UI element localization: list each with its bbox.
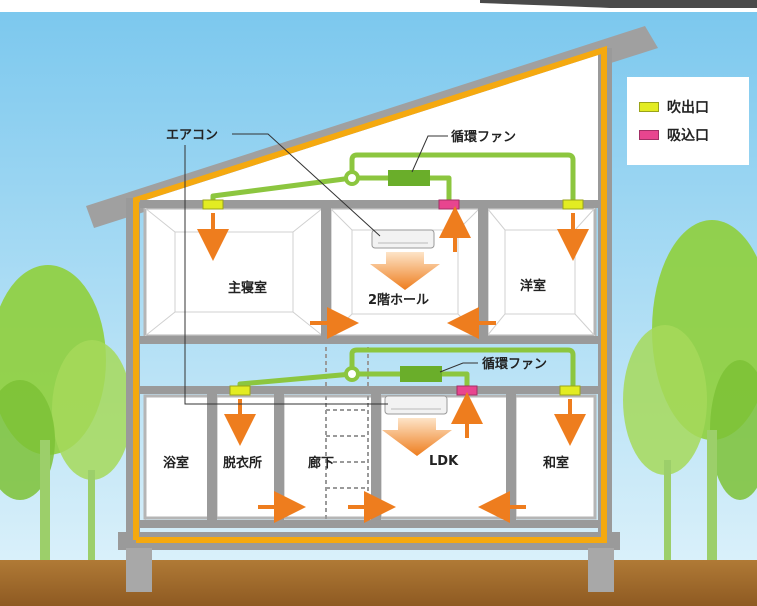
corner-photo	[480, 0, 757, 8]
ground	[0, 560, 757, 606]
insulation	[133, 45, 607, 543]
partition-1f-c	[371, 394, 381, 520]
partition-1f-b	[274, 394, 284, 520]
floor-slab-2f	[140, 200, 598, 208]
label-japanese-room: 和室	[543, 455, 569, 471]
foundation-left	[126, 548, 152, 592]
outlet-swatch	[639, 102, 659, 112]
label-aircon: エアコン	[166, 128, 218, 143]
floor-slab-base	[140, 520, 598, 528]
partition-1f-a	[207, 394, 217, 520]
partition-2f-a	[321, 208, 331, 336]
duct-junction-lower	[344, 366, 360, 382]
fan-upper	[388, 170, 430, 186]
label-fan-lower: 循環ファン	[482, 356, 547, 372]
tree-left	[0, 265, 132, 560]
label-western-room: 洋室	[520, 278, 546, 294]
label-master-bedroom: 主寝室	[228, 280, 267, 296]
attic	[140, 55, 598, 203]
airflow-arrow-upper	[370, 252, 440, 290]
partition-2f-b	[478, 208, 488, 336]
outlet-vent-japanese	[559, 385, 581, 396]
duct-upper	[210, 152, 576, 204]
outlet-vent-dressing	[229, 385, 251, 396]
label-fan-upper: 循環ファン	[451, 129, 516, 145]
aircon-lower	[384, 395, 448, 415]
legend-item-inlet: 吸込口	[639, 125, 709, 145]
legend-item-outlet: 吹出口	[639, 97, 709, 117]
label-corridor: 廊下	[308, 455, 334, 471]
leader-lines	[184, 133, 478, 405]
tree-right	[623, 220, 757, 560]
label-dressing-room: 脱衣所	[223, 455, 262, 471]
label-bathroom: 浴室	[163, 455, 189, 471]
outlet-vent-master	[202, 199, 224, 210]
outlet-vent-western	[562, 199, 584, 210]
airflow-arrow-lower	[382, 418, 452, 456]
label-ldk: LDK	[429, 454, 459, 469]
legend-inlet-label: 吸込口	[667, 128, 709, 144]
inlet-vent-ldk	[456, 385, 478, 396]
inlet-swatch	[639, 130, 659, 140]
inlet-vent-hall	[438, 199, 460, 210]
flow-arrows	[197, 206, 589, 523]
foundation-right	[588, 548, 614, 592]
aircon-upper	[371, 229, 435, 249]
fan-lower	[400, 366, 442, 382]
legend-outlet-label: 吹出口	[667, 100, 709, 116]
partition-1f-d	[506, 394, 516, 520]
room-master-bedroom	[143, 206, 325, 338]
duct-lower	[237, 347, 576, 390]
stairs	[325, 340, 369, 520]
label-hall-2f: 2階ホール	[368, 292, 429, 308]
duct-junction-upper	[344, 170, 360, 186]
legend: 吹出口 吸込口	[627, 77, 749, 165]
